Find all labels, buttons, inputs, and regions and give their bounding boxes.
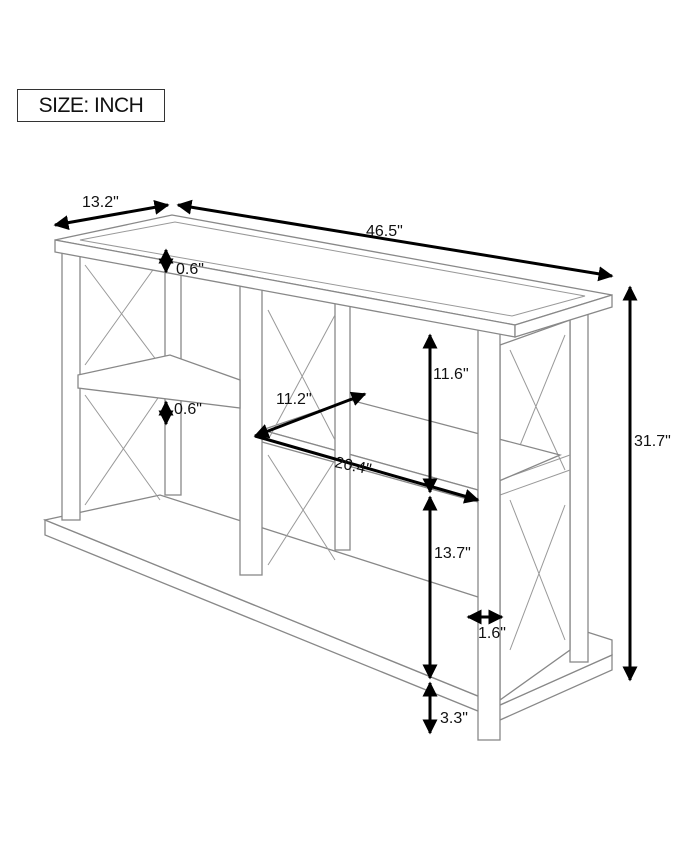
right-front-leg bbox=[477, 329, 501, 741]
upper-clearance-label: 11.6" bbox=[433, 366, 469, 383]
leg-width-label: 1.6" bbox=[478, 625, 506, 642]
shelf-depth-arrow bbox=[253, 391, 367, 439]
left-front-leg bbox=[61, 244, 81, 521]
width-arrow bbox=[176, 199, 614, 282]
base-height-label: 3.3" bbox=[440, 710, 468, 727]
shelf-width-arrow bbox=[254, 434, 480, 504]
total-height-label: 31.7" bbox=[634, 433, 671, 450]
lower-clearance-label: 13.7" bbox=[434, 545, 471, 562]
dimension-labels: 13.2" 46.5" 0.6" 0.6" 11.6" 11.2" 20.4" … bbox=[82, 194, 671, 727]
middle-back-leg bbox=[334, 299, 351, 551]
depth-label: 13.2" bbox=[82, 194, 119, 211]
middle-leg bbox=[239, 274, 263, 576]
table-outline bbox=[42, 214, 613, 741]
size-unit-label: SIZE: INCH bbox=[17, 89, 165, 122]
left-shelf bbox=[77, 354, 241, 409]
dimension-arrows bbox=[53, 199, 638, 735]
shelf-depth-label: 11.2" bbox=[276, 391, 312, 408]
shelf-thickness-label: 0.6" bbox=[174, 401, 202, 418]
right-x-panel bbox=[499, 319, 571, 702]
width-label: 46.5" bbox=[366, 223, 403, 240]
top-thickness-label: 0.6" bbox=[176, 261, 204, 278]
depth-arrow bbox=[53, 199, 170, 231]
right-back-leg bbox=[569, 311, 589, 663]
